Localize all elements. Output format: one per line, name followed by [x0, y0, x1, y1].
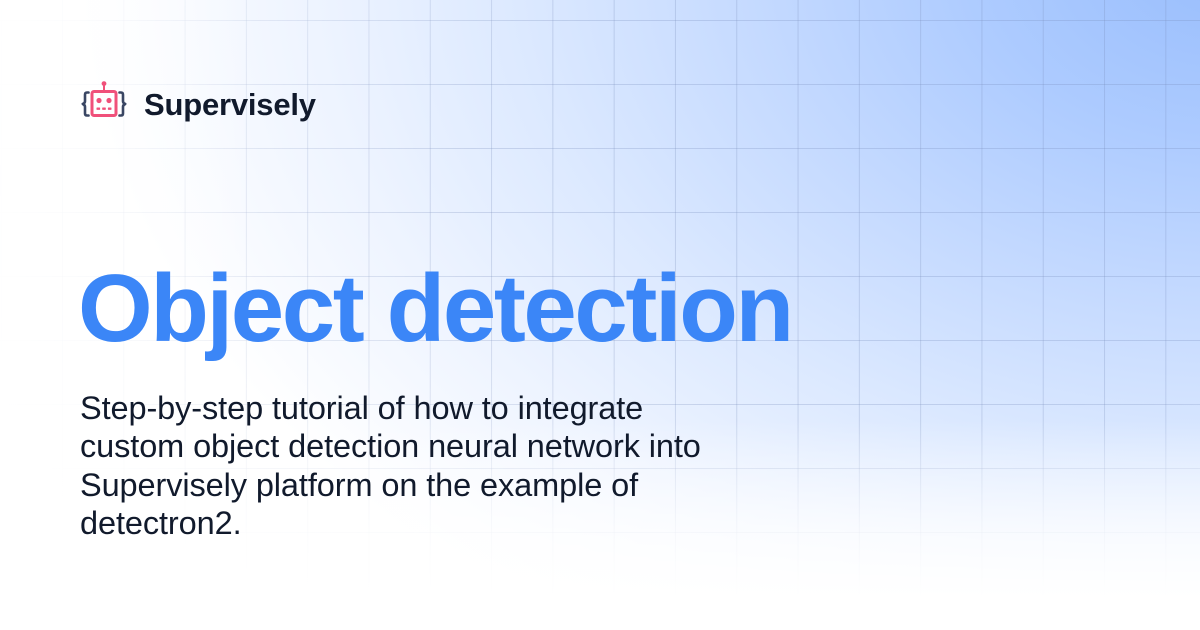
subtitle-line: custom object detection neural network i… [80, 428, 701, 465]
background-bottom-fade [0, 420, 1200, 630]
subtitle-line: detectron2. [80, 504, 242, 541]
page-title: Object detection [78, 255, 794, 362]
subtitle: Step-by-step tutorial of how to integrat… [80, 389, 880, 542]
brand: Supervisely [80, 80, 316, 128]
subtitle-line: Supervisely platform on the example of [80, 466, 639, 503]
brand-name: Supervisely [144, 86, 316, 122]
robot-braces-icon [81, 81, 127, 117]
subtitle-line: Step-by-step tutorial of how to integrat… [80, 390, 644, 426]
